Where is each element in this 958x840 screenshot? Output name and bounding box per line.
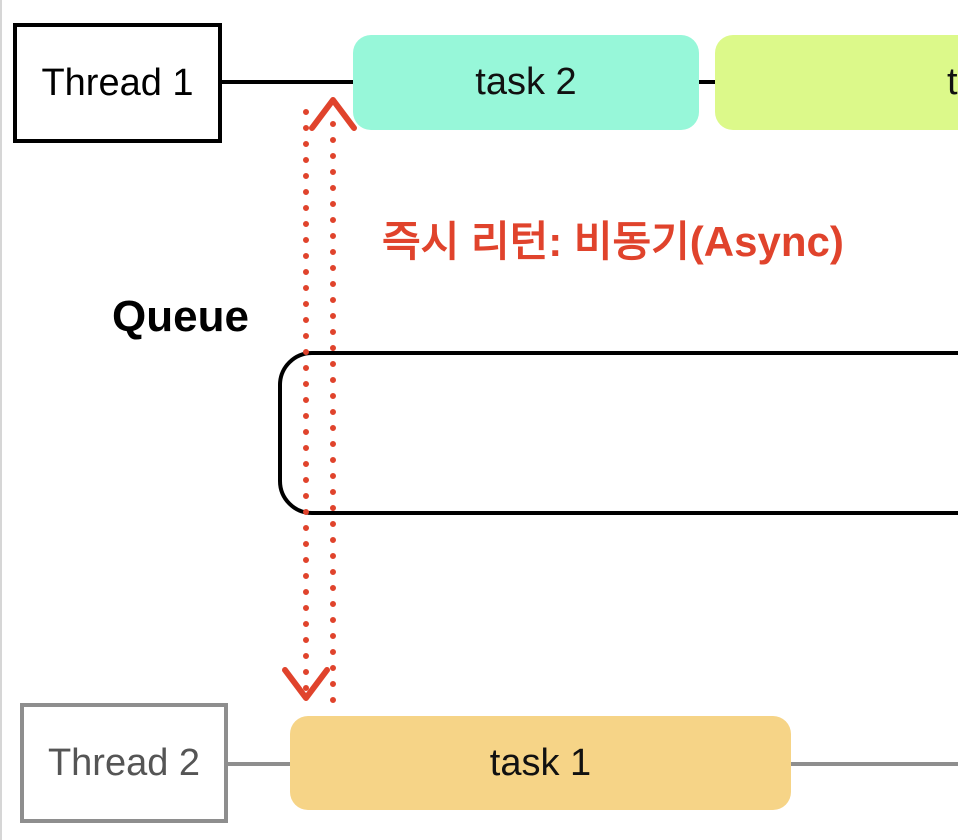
task-2-block: task 2: [353, 35, 699, 130]
thread-2-timeline-tail: [791, 762, 958, 766]
thread-1-box: Thread 1: [13, 23, 222, 143]
queue-label: Queue: [112, 292, 249, 341]
dotted-up-arrow-icon: [309, 97, 357, 703]
task-3-block: t: [715, 35, 958, 130]
task-2-label: task 2: [475, 61, 577, 103]
thread-1-timeline: [222, 80, 353, 84]
thread-1-label: Thread 1: [41, 61, 194, 104]
dotted-down-arrow-icon: [282, 109, 330, 701]
thread-2-label: Thread 2: [47, 741, 201, 784]
task-3-label: t: [947, 61, 958, 103]
task-1-block: task 1: [290, 716, 791, 810]
thread-2-box: Thread 2: [20, 703, 228, 823]
task-1-label: task 1: [489, 741, 592, 784]
queue-box: [278, 351, 958, 515]
left-border: [0, 0, 2, 840]
async-return-label: 즉시 리턴: 비동기(Async): [382, 218, 844, 265]
thread-2-timeline: [228, 762, 290, 766]
thread-1-connector: [699, 80, 715, 84]
